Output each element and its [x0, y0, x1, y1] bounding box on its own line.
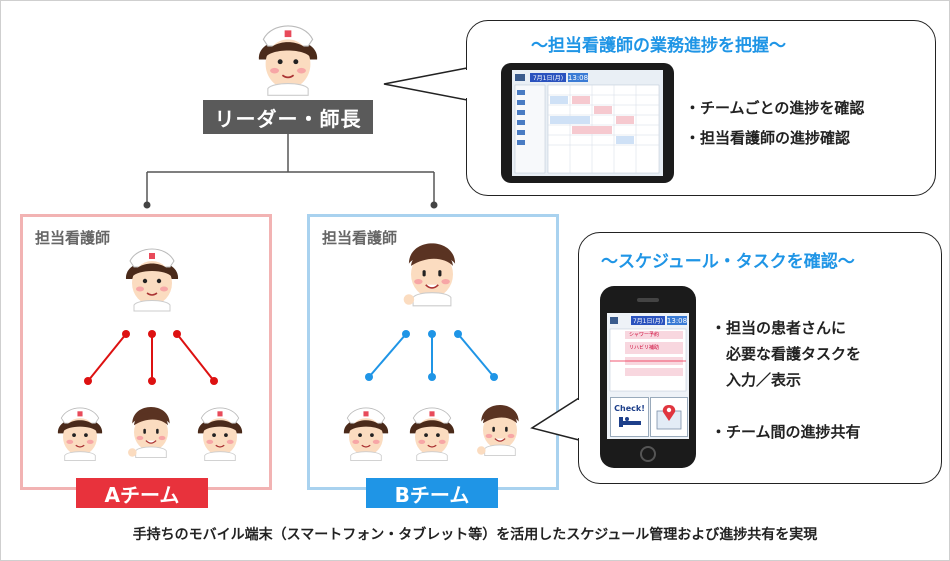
team-b-member-3: [476, 404, 520, 457]
check-label: Check!: [614, 404, 645, 413]
bed-icon: [618, 417, 641, 427]
tablet-screen-time: 13:08: [567, 73, 589, 82]
team-b-connector-dot: [430, 201, 438, 209]
team-a-label: Aチーム: [76, 478, 208, 508]
team-a-branch-dots: [84, 330, 218, 385]
task-bar-2: [625, 342, 683, 354]
team-a-member-2: [127, 406, 171, 459]
team-b-branch-dots: [365, 330, 498, 381]
map-pin-icon: [656, 405, 682, 430]
team-b-caption: 担当看護師: [322, 229, 398, 247]
team-a-member-1: [57, 407, 103, 462]
team-a-dot: [122, 330, 130, 338]
leader-nurse-illustration: [257, 25, 319, 97]
phone-task-2: リハビリ補助: [629, 345, 660, 351]
team-b-dot: [490, 373, 498, 381]
team-a-dot: [84, 377, 92, 385]
phone-task-1: シャワー予約: [629, 332, 660, 338]
team-b-dot: [454, 330, 462, 338]
team-a-dot: [210, 377, 218, 385]
team-b-branch-lines: [368, 333, 495, 378]
team-a-dot: [173, 330, 181, 338]
team-a-lead-nurse-illustration: [125, 248, 179, 312]
footer-caption: 手持ちのモバイル端末（スマートフォン・タブレット等）を活用したスケジュール管理お…: [132, 527, 818, 543]
phone-schedule: [609, 317, 687, 392]
team-b-dot: [428, 330, 436, 338]
tablet-schedule-grid: [514, 74, 660, 174]
check-button[interactable]: Check!: [610, 397, 649, 437]
top-bubble-title: 〜担当看護師の業務進捗を把握〜: [531, 36, 786, 56]
patient-list: [514, 84, 546, 174]
org-tree-lines: [146, 134, 435, 204]
top-bullet-1: ・チームごとの進捗を確認: [685, 99, 865, 117]
team-b-dot: [428, 373, 436, 381]
tablet-screen: 7月1日(月) 13:08: [512, 70, 663, 176]
task-blocks: [572, 96, 634, 134]
right-bubble-title: 〜スケジュール・タスクを確認〜: [601, 252, 855, 272]
team-a-caption: 担当看護師: [35, 229, 111, 247]
team-a-member-3: [197, 407, 243, 462]
right-bullet-4: ・チーム間の進捗共有: [711, 423, 861, 441]
right-bullet-2: 必要な看護タスクを: [711, 345, 862, 363]
grid-lines: [548, 85, 659, 173]
task-bar-4: [625, 368, 683, 376]
team-a-dot: [148, 377, 156, 385]
phone-screen-date: 7月1日(月): [631, 316, 665, 325]
team-a-dot: [148, 330, 156, 338]
team-a-branch-right: [176, 333, 215, 382]
team-a-branch-left: [87, 333, 127, 382]
phone-speaker: [637, 298, 659, 302]
right-bullet-1: ・担当の患者さんに: [711, 319, 847, 337]
smartphone-device: 7月1日(月) 13:08 シャワー予約 リハビリ補助 Check!: [600, 286, 696, 468]
phone-home-button: [640, 446, 656, 462]
team-b-lead-nurse-illustration: [402, 242, 456, 307]
team-b-member-2: [409, 407, 455, 462]
team-b-branch-left: [368, 333, 407, 378]
map-button[interactable]: [650, 397, 688, 437]
team-a-branch-lines: [87, 333, 215, 382]
phone-screen: 7月1日(月) 13:08 シャワー予約 リハビリ補助 Check!: [607, 313, 689, 439]
phone-screen-time: 13:08: [666, 316, 688, 325]
done-blocks: [550, 96, 634, 144]
menu-icon: [610, 317, 618, 324]
top-bullet-2: ・担当看護師の進捗確認: [685, 129, 851, 147]
right-bullet-3: 入力／表示: [711, 371, 802, 389]
patient-rows: [517, 90, 525, 145]
menu-icon: [515, 74, 525, 81]
team-b-member-1: [343, 407, 389, 462]
team-b-branch-right: [457, 333, 495, 378]
leader-label: リーダー・師長: [203, 100, 373, 134]
task-bar-1: [625, 331, 683, 339]
team-a-connector-dot: [143, 201, 151, 209]
tablet-device: 7月1日(月) 13:08: [501, 63, 674, 183]
team-b-label: Bチーム: [366, 478, 498, 508]
team-b-dot: [402, 330, 410, 338]
team-b-dot: [365, 373, 373, 381]
tablet-screen-date: 7月1日(月): [530, 73, 566, 82]
